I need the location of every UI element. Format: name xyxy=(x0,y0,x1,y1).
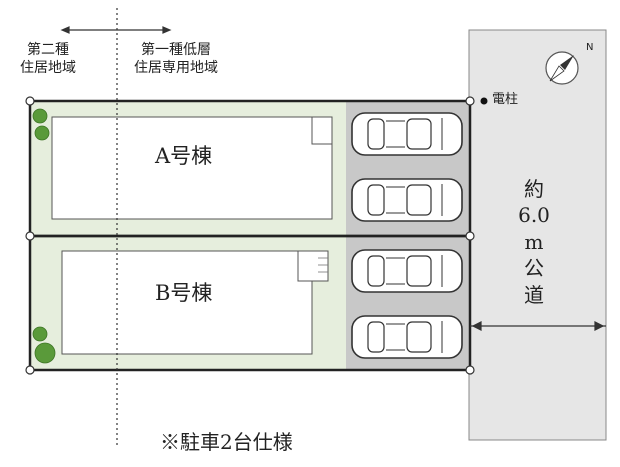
road-label: 約 6.0 m 公 道 xyxy=(512,176,556,308)
road-label-line-1: 約 xyxy=(524,177,544,201)
parking-note: ※駐車2台仕様 xyxy=(160,430,293,454)
zone-label-left: 第二種 住居地域 xyxy=(20,42,76,77)
zone-right-line2: 住居専用地域 xyxy=(134,59,218,76)
zone-label-right: 第一種低層 住居専用地域 xyxy=(134,42,218,77)
zone-left-line2: 住居地域 xyxy=(20,59,76,76)
tree-icon xyxy=(32,108,56,364)
road-width-arrow xyxy=(470,321,606,331)
road-label-line-4: 公 xyxy=(524,256,544,281)
building-b-steps xyxy=(318,257,328,273)
parking-car-1 xyxy=(351,112,463,156)
compass-label: N xyxy=(586,42,593,53)
boundary-markers xyxy=(25,96,475,375)
road-label-line-2: 6.0 xyxy=(518,203,550,228)
utility-pole-icon xyxy=(480,97,488,105)
utility-pole-label: 電柱 xyxy=(492,92,519,107)
building-a-label: A号棟 xyxy=(155,144,213,168)
public-road xyxy=(468,29,607,441)
building-b-label: B号棟 xyxy=(155,281,213,305)
parking-car-3 xyxy=(351,249,463,293)
parking-car-2 xyxy=(351,178,463,222)
zone-right-line1: 第一種低層 xyxy=(141,42,211,58)
building-a-entrance xyxy=(311,116,333,145)
building-a xyxy=(51,116,333,220)
building-b xyxy=(61,250,313,355)
plot-b-boundary xyxy=(28,234,472,372)
zone-left-line1: 第二種 xyxy=(27,42,69,58)
road-label-line-5: 道 xyxy=(524,282,544,307)
compass-north-icon: N xyxy=(545,42,593,85)
zoning-arrow xyxy=(60,26,172,34)
road-label-line-3: m xyxy=(524,229,544,254)
building-b-entrance xyxy=(297,250,329,282)
parking-car-4 xyxy=(351,315,463,359)
